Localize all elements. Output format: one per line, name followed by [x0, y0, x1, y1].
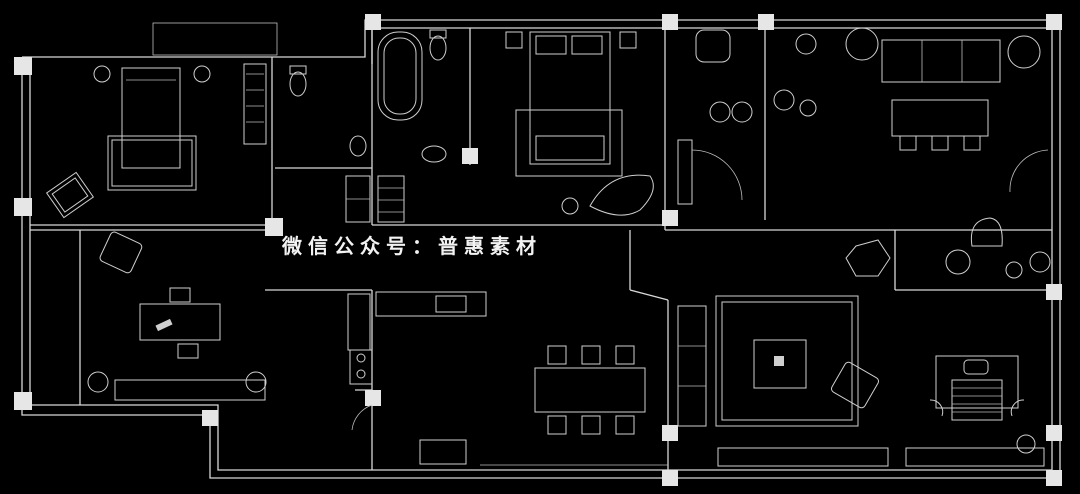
- side-table-icon: [845, 239, 891, 277]
- dining-room: [419, 345, 646, 465]
- plant-icon: [1016, 434, 1036, 454]
- lounge: [773, 27, 1051, 279]
- cabinet-icon: [419, 439, 467, 465]
- bench-icon: [905, 447, 1045, 467]
- toilet-icon: [429, 29, 447, 61]
- bathroom-2: [377, 29, 447, 223]
- nightstand-icon: [505, 31, 523, 49]
- sink-icon: [435, 295, 467, 313]
- watermark-text: 微信公众号：普惠素材: [282, 234, 542, 258]
- toilet-icon: [289, 65, 307, 97]
- lamp-icon: [93, 65, 111, 83]
- sink-icon: [349, 135, 367, 157]
- coffee-table-icon: [753, 339, 807, 389]
- living-room: [677, 295, 889, 467]
- armchair-icon: [45, 171, 95, 219]
- dining-table-icon: [891, 99, 989, 151]
- dining-table-icon: [534, 345, 646, 435]
- nightstand-icon: [619, 31, 637, 49]
- reading-corner: [905, 355, 1045, 467]
- shelf-icon: [377, 175, 405, 223]
- stove-icon: [349, 349, 373, 385]
- plant-icon: [773, 27, 1051, 279]
- fridge-icon: [347, 293, 371, 351]
- door-icon: [1009, 149, 1049, 193]
- lamp-icon: [193, 65, 211, 83]
- chair-icon: [963, 359, 989, 375]
- door-icon: [691, 149, 743, 201]
- door-icon: [351, 404, 373, 431]
- tv-console-icon: [717, 447, 889, 467]
- desk-icon: [139, 287, 221, 359]
- plant-icon: [245, 371, 267, 393]
- sofa-icon: [881, 39, 1001, 83]
- study-room: [677, 29, 753, 205]
- plant-icon: [709, 101, 753, 123]
- sink-icon: [421, 145, 447, 163]
- master-bedroom: [505, 31, 654, 216]
- study-left: [87, 231, 267, 401]
- rug-icon: [715, 295, 859, 427]
- desk-icon: [935, 355, 1019, 421]
- counter-icon: [375, 291, 487, 317]
- chaise-icon: [589, 174, 654, 216]
- sofa-icon: [677, 305, 707, 427]
- chair-icon: [929, 399, 944, 417]
- bed-icon: [515, 31, 623, 177]
- armchair-icon: [99, 231, 143, 274]
- armchair-icon: [695, 29, 731, 63]
- wardrobe-icon: [243, 63, 267, 145]
- cabinet-icon: [114, 379, 266, 401]
- kitchen: [347, 291, 487, 431]
- chair-icon: [1010, 399, 1025, 417]
- side-table-icon: [561, 197, 579, 215]
- cabinet-icon: [677, 139, 693, 205]
- plant-icon: [87, 371, 109, 393]
- bathtub-icon: [377, 31, 423, 121]
- structural-columns: [14, 14, 1062, 486]
- bathroom-1: [289, 65, 371, 223]
- armchair-icon: [970, 217, 1003, 247]
- interior-walls: [30, 28, 1052, 470]
- bedroom-1: [45, 63, 267, 219]
- bed-icon: [107, 67, 197, 191]
- armchair-icon: [831, 361, 879, 409]
